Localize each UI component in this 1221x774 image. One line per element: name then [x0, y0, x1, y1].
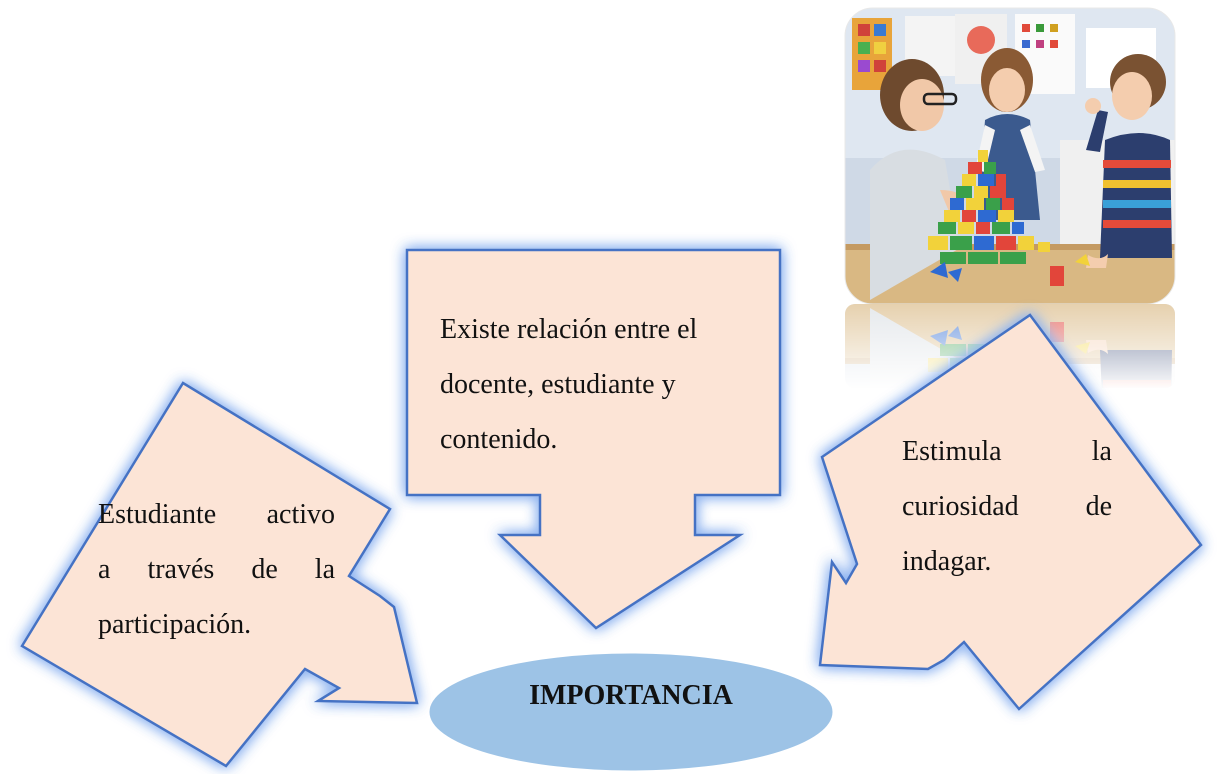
text-line: a través de la [98, 554, 335, 585]
text-line: curiosidad de [902, 491, 1112, 522]
text-line: Existe relación entre el [440, 314, 698, 345]
classroom-photo [844, 7, 1176, 305]
text-line: participación. [98, 609, 252, 640]
right-arrow-callout [818, 313, 1203, 711]
importancia-ellipse [429, 653, 833, 771]
text-line: docente, estudiante y [440, 369, 676, 400]
top-callout-text: Existe relación entre el docente, estudi… [440, 302, 772, 467]
text-line: indagar. [902, 546, 992, 577]
left-arrow-callout [20, 381, 419, 768]
top-arrow-callout [405, 248, 782, 630]
left-callout-text: Estudiante activo a través de la partici… [98, 487, 335, 652]
text-line: Estimula la [902, 436, 1112, 467]
text-line: Estudiante activo [98, 499, 335, 530]
text-line: contenido. [440, 424, 558, 455]
right-callout-text: Estimula la curiosidad de indagar. [902, 424, 1112, 589]
center-label: IMPORTANCIA [529, 680, 733, 711]
